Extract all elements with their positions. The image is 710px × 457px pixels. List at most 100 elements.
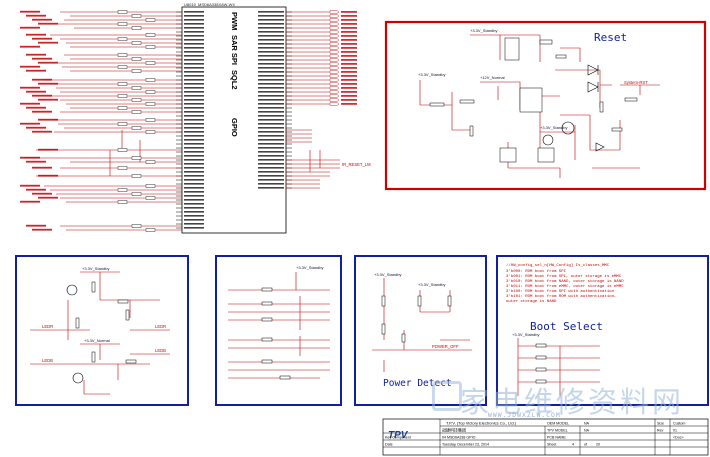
ic-pin-name: [258, 55, 284, 57]
ic-pin-name: [184, 187, 204, 189]
resistor: [145, 196, 156, 200]
net-name: [341, 27, 357, 29]
ic-pin-name: [258, 123, 284, 125]
ic-pin-name: [258, 167, 284, 169]
title-block: T.P.V. (Top Victory Electronics Co., Ltd…: [382, 418, 709, 456]
ic-pin-name: [258, 127, 284, 129]
ic-pin-name: [184, 55, 204, 57]
ic-pin-name: [184, 75, 204, 77]
resistor: [117, 122, 128, 126]
ic-pin-name: [184, 107, 204, 109]
ic-pin-name: [258, 95, 284, 97]
right-signal-wiring: [286, 11, 340, 189]
ic-pin-name: [258, 103, 284, 105]
ic-pin-name: [258, 179, 284, 181]
resistor: [131, 57, 142, 61]
net-name: [341, 23, 357, 25]
ic-pin-name: [258, 107, 284, 109]
ic-pin-name: [258, 51, 284, 53]
value-rev: 01: [673, 429, 677, 433]
label-pcb-name: PCB NAME: [547, 436, 566, 440]
net-name: [38, 118, 58, 121]
resistor: [131, 224, 142, 228]
offpage-connector: [329, 50, 340, 54]
resistor: [117, 148, 128, 152]
net-name: [38, 61, 58, 64]
led-panel: +3.3V_Standby +3.3V_Normal LEDR LEDB LED…: [15, 255, 189, 406]
net-name: [32, 192, 52, 195]
net-name: [341, 55, 357, 57]
resistor: [117, 106, 128, 110]
label-key-component: Key Component: [385, 436, 411, 440]
ic-pin-name: [184, 27, 204, 29]
ic-pin-name: [184, 111, 204, 113]
config-net-stby: +3.3V_Standby: [296, 265, 323, 270]
net-name: [341, 47, 357, 49]
ic-pin-name: [184, 115, 204, 117]
ic-pin-name: [258, 79, 284, 81]
ic-pin-name: [184, 103, 204, 105]
ic-block-label-sql2: SQL2: [230, 70, 239, 90]
offpage-connector: [329, 18, 340, 22]
ic-pin-name: [184, 63, 204, 65]
boot-note-line: 3'b010: ROM boot from NAND, outer storag…: [506, 279, 624, 284]
net-name: [341, 79, 357, 81]
resistor: [131, 110, 142, 114]
ic-pin-name: [184, 155, 204, 157]
ic-pin-name: [184, 99, 204, 101]
ic-pin-name: [184, 183, 204, 185]
resistor: [131, 14, 142, 18]
boot-note-line: 3'b011: ROM boot from eMMC, outer storag…: [506, 284, 624, 289]
ic-pin-name: [258, 151, 284, 153]
net-name: [38, 41, 58, 44]
boot-note-line: outer storage is NAND: [506, 299, 557, 304]
pd-net-stby-1: +3.3V_Standby: [374, 272, 401, 277]
ic-pin-name: [184, 159, 204, 161]
ic-pin-name: [258, 59, 284, 61]
ic-pin-name: [258, 143, 284, 145]
reset-panel: Reset: [384, 20, 707, 191]
net-name: [32, 18, 52, 21]
boot-select-panel-title: Boot Select: [530, 320, 603, 333]
net-name: [341, 87, 357, 89]
net-name: [32, 110, 52, 113]
resistor: [145, 78, 156, 82]
resistor: [117, 166, 128, 170]
offpage-connector: [329, 46, 340, 50]
led-net-normal: +3.3V_Normal: [84, 338, 110, 343]
net-name: [20, 156, 40, 159]
net-name: [38, 82, 58, 85]
ic-pin-name: [258, 87, 284, 89]
ic-pin-name: [258, 11, 284, 13]
power-detect-panel-title: Power Detect: [383, 378, 452, 389]
ic-pin-name: [184, 15, 204, 17]
resistor: [145, 45, 156, 49]
boot-note-line: 3'b100: ROM boot from SPI with authentic…: [506, 289, 615, 294]
net-name: [20, 200, 40, 203]
ic-pin-name: [184, 35, 204, 37]
ic-pin-name: [184, 23, 204, 25]
ic-pin-name: [184, 219, 204, 221]
ic-pin-name: [258, 135, 284, 137]
pd-net-stby-2: +3.3V_Standby: [418, 282, 445, 287]
net-name: [341, 75, 357, 77]
ic-pin-name: [184, 179, 204, 181]
ic-block-label-gpio: GPIO: [230, 118, 239, 137]
power-detect-panel: Power Detect +3.3V_Standby +3.3V_Standby…: [354, 255, 487, 406]
net-name: [341, 11, 357, 13]
ic-pin-name: [184, 195, 204, 197]
ic-pin-name: [258, 163, 284, 165]
ic-pin-name: [184, 207, 204, 209]
ic-part-number: MSD6A338XAW-W4: [198, 2, 235, 7]
net-label-normal-2: +12V_Normal: [480, 75, 505, 80]
ic-pin-name: [184, 227, 204, 229]
offpage-connector: [329, 78, 340, 82]
ic-pin-name: [184, 71, 204, 73]
offpage-connector: [329, 94, 340, 98]
net-name: [32, 78, 52, 81]
net-name: [341, 99, 357, 101]
ic-ref: U8010: [184, 2, 197, 7]
resistor: [131, 69, 142, 73]
net-name: [341, 59, 357, 61]
